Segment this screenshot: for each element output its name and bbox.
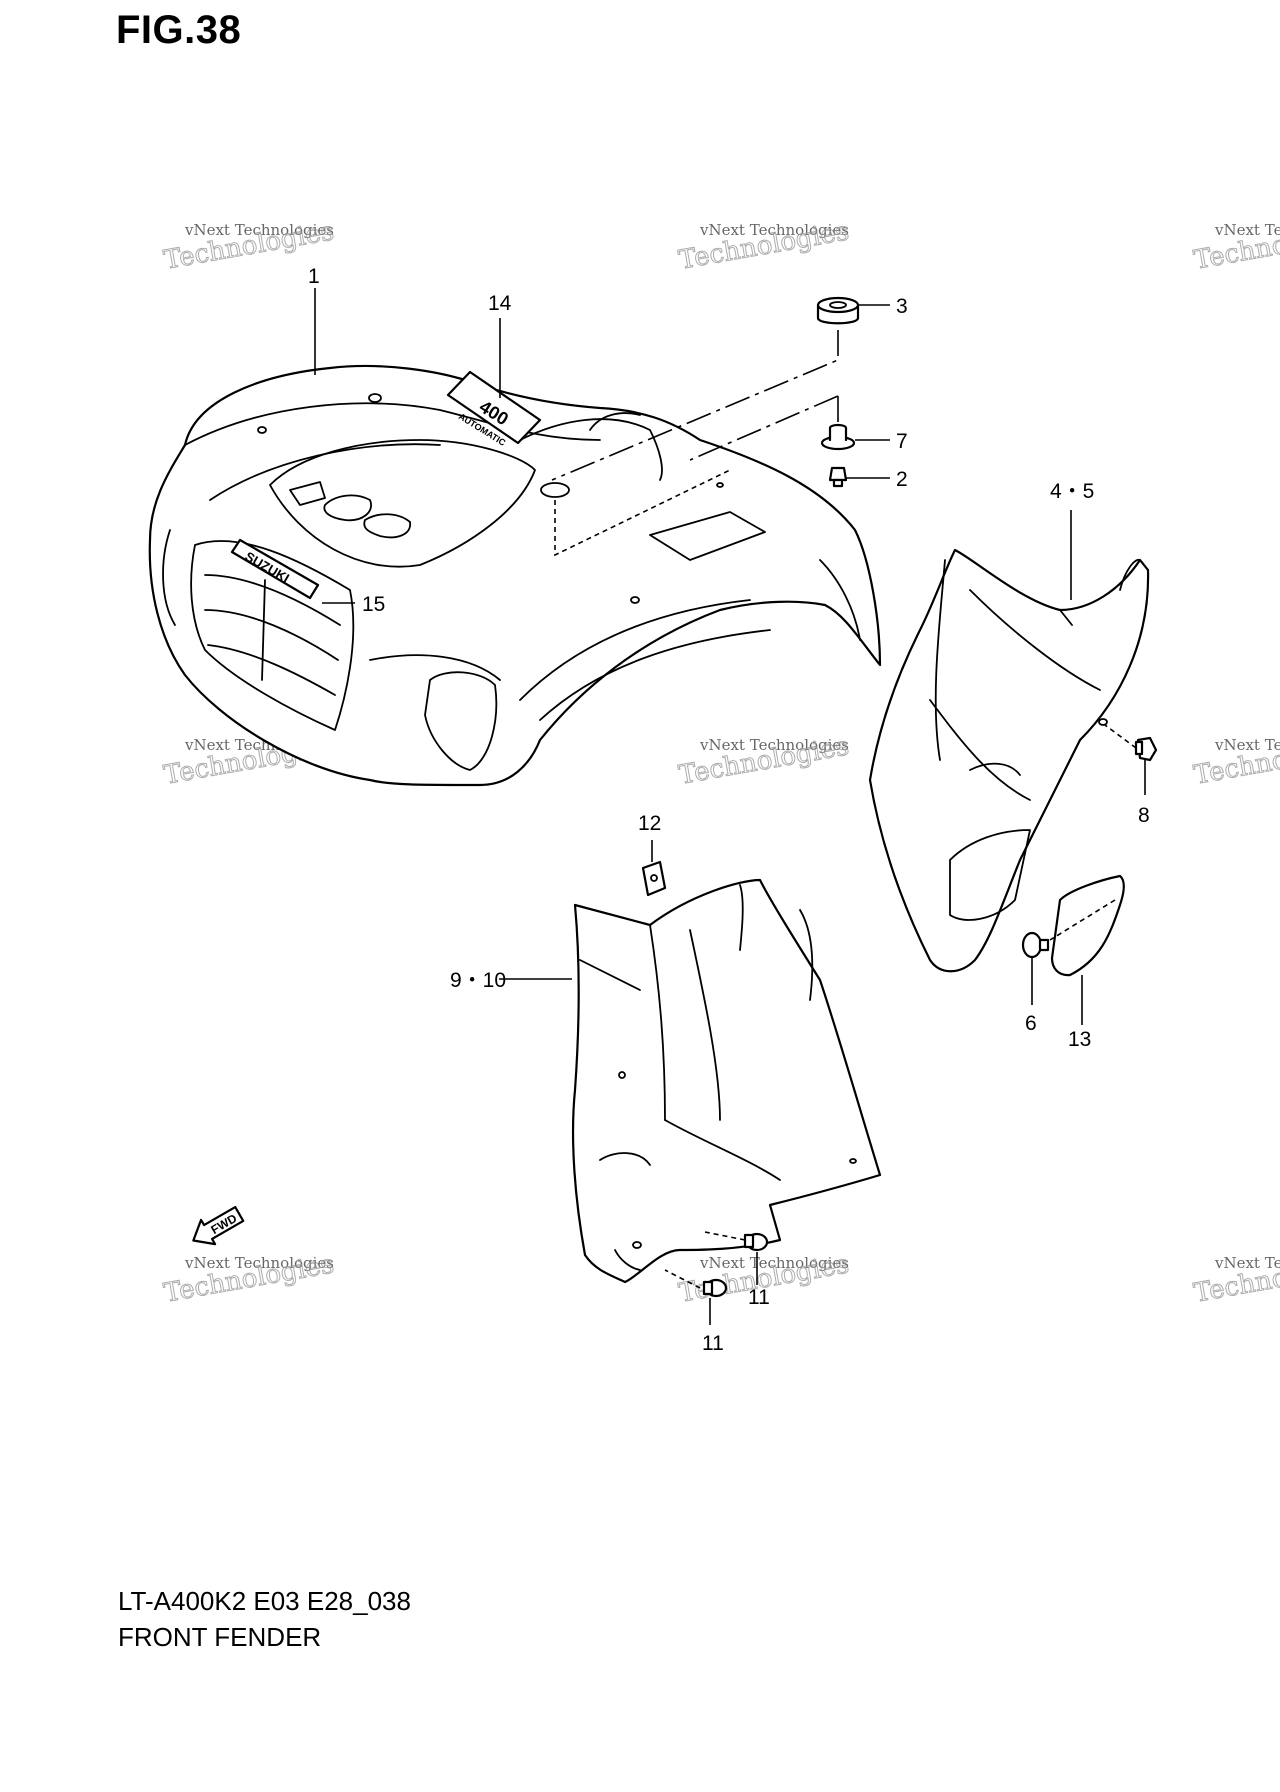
watermark-line1: vNext Technologies — [699, 1254, 849, 1272]
side-mud-guard — [868, 548, 1150, 973]
figure-title: FIG.38 — [116, 8, 242, 52]
callout-7: 7 — [896, 430, 908, 453]
inner-fender — [571, 878, 882, 1284]
screw — [1134, 736, 1158, 762]
forward-direction-badge: FWD — [192, 1205, 245, 1246]
callout-9-10: 9・10 — [450, 969, 506, 992]
callout-8: 8 — [1138, 804, 1150, 827]
assembly-guide-lines — [551, 330, 1137, 1289]
rivet-upper — [743, 1232, 769, 1252]
callout-15: 15 — [362, 593, 385, 616]
bolt — [828, 466, 848, 488]
watermark: vNext Technologies Technologies — [676, 216, 852, 276]
callouts: 1 2 3 4・5 6 7 8 9・10 11 11 12 13 14 15 — [308, 265, 1150, 1355]
model-code: LT-A400K2 E03 E28_038 — [118, 1586, 411, 1616]
callout-13: 13 — [1068, 1028, 1091, 1051]
callout-3: 3 — [896, 295, 908, 318]
nut — [1021, 931, 1050, 959]
callout-11-upper: 11 — [748, 1286, 770, 1309]
watermark: vNext Technologies Technologies — [1191, 731, 1280, 791]
watermark: vNext Technologies Technologies — [676, 731, 852, 791]
watermark-line1: vNext Technologies — [184, 1254, 334, 1272]
callout-11-lower: 11 — [702, 1332, 724, 1355]
callout-2: 2 — [896, 468, 908, 491]
watermark: vNext Technologies Technologies — [161, 1249, 337, 1309]
watermark-line1: vNext Technologies — [1214, 736, 1280, 754]
watermark-line1: vNext Technologies — [1214, 1254, 1280, 1272]
model-decal: 400 AUTOMATIC — [446, 370, 542, 448]
watermark-line1: vNext Technologies — [184, 221, 334, 239]
cover-plate — [1050, 874, 1125, 977]
section-name: FRONT FENDER — [118, 1622, 322, 1652]
watermark: vNext Technologies Technologies — [1191, 1249, 1280, 1309]
watermark-line1: vNext Technologies — [1214, 221, 1280, 239]
callout-4-5: 4・5 — [1050, 480, 1094, 503]
callout-14: 14 — [488, 292, 512, 315]
collar — [820, 423, 856, 451]
watermark-line1: vNext Technologies — [699, 221, 849, 239]
callout-6: 6 — [1025, 1012, 1037, 1035]
leader-lines — [314, 288, 1146, 1325]
suzuki-emblem: SUZUKI — [230, 538, 320, 600]
rivet-lower — [702, 1278, 728, 1298]
grommet — [816, 296, 860, 325]
watermark: vNext Technologies Technologies — [1191, 216, 1280, 276]
callout-1: 1 — [308, 265, 320, 288]
clip-nut — [641, 860, 667, 897]
watermark-line1: vNext Technologies — [699, 736, 849, 754]
callout-12: 12 — [638, 812, 661, 835]
